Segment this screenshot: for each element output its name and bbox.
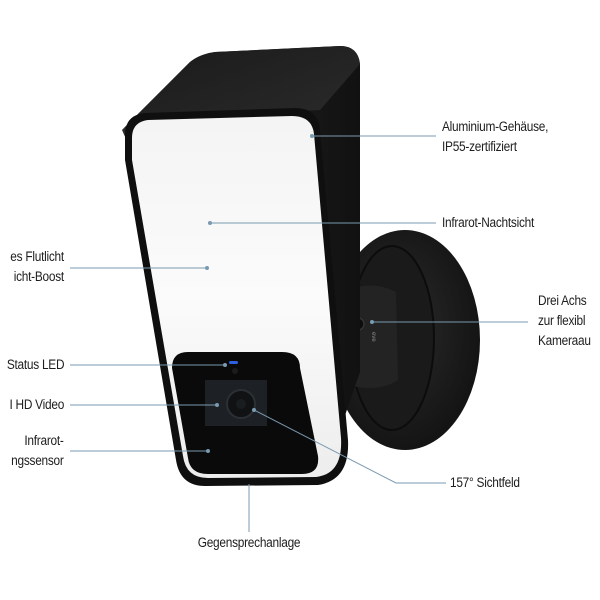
callout-dots <box>205 134 374 453</box>
callout-night-vision: Infrarot-Nachtsicht <box>442 215 535 230</box>
callout-intercom: Gegensprechanlage <box>197 535 301 550</box>
callout-status-led: Status LED <box>6 357 65 372</box>
callout-housing: Aluminium-Gehäuse, IP55-zertifiziert <box>442 119 549 154</box>
camera-housing <box>122 46 360 486</box>
callout-field-of-view: 157° Sichtfeld <box>450 475 520 490</box>
wall-mount: eve <box>330 230 480 450</box>
callout-motion-sensor: Infrarot- ngssensor <box>11 433 65 468</box>
callout-video: I HD Video <box>9 397 64 412</box>
callout-floodlight: es Flutlicht icht-Boost <box>10 249 65 284</box>
leader-lines <box>70 135 528 532</box>
svg-text:eve: eve <box>370 332 376 342</box>
status-led <box>229 361 238 364</box>
callout-mount: Drei Achs zur flexibl Kameraau <box>538 293 591 348</box>
